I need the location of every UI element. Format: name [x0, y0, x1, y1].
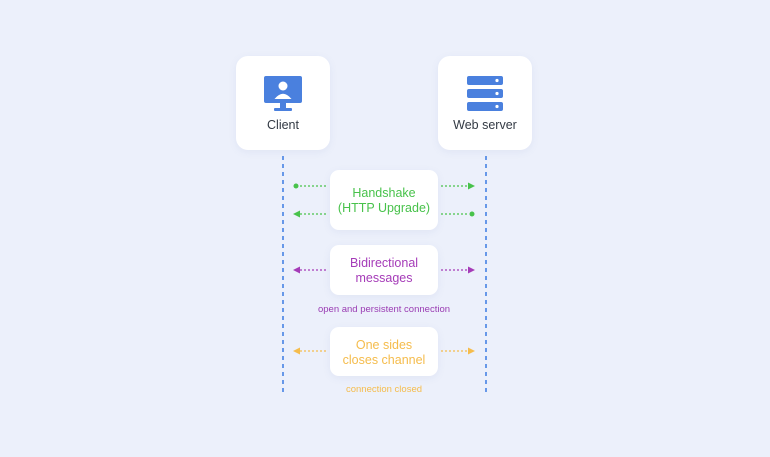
close-channel-title: One sides	[355, 338, 413, 352]
handshake-request-arrow	[293, 182, 475, 190]
connection-closed-caption: connection closed	[345, 384, 423, 395]
open-connection-caption: open and persistent connection	[317, 304, 451, 315]
bidirectional-subtitle: messages	[355, 271, 413, 285]
server-label: Web server	[453, 118, 517, 132]
close-channel-arrow	[293, 347, 475, 355]
handshake-response-arrow	[293, 210, 475, 218]
server-stack-icon	[465, 76, 505, 112]
bidirectional-message: Bidirectional messages	[330, 245, 438, 295]
bidirectional-arrow	[293, 266, 475, 274]
client-node: Client	[236, 56, 330, 150]
client-label: Client	[267, 118, 299, 132]
handshake-message: Handshake (HTTP Upgrade)	[330, 170, 438, 230]
bidirectional-title: Bidirectional	[349, 256, 419, 270]
server-node: Web server	[438, 56, 532, 150]
handshake-subtitle: (HTTP Upgrade)	[337, 201, 431, 215]
close-channel-subtitle: closes channel	[342, 353, 426, 367]
handshake-title: Handshake	[352, 186, 416, 200]
close-channel-message: One sides closes channel	[330, 327, 438, 376]
monitor-user-icon	[263, 76, 303, 112]
